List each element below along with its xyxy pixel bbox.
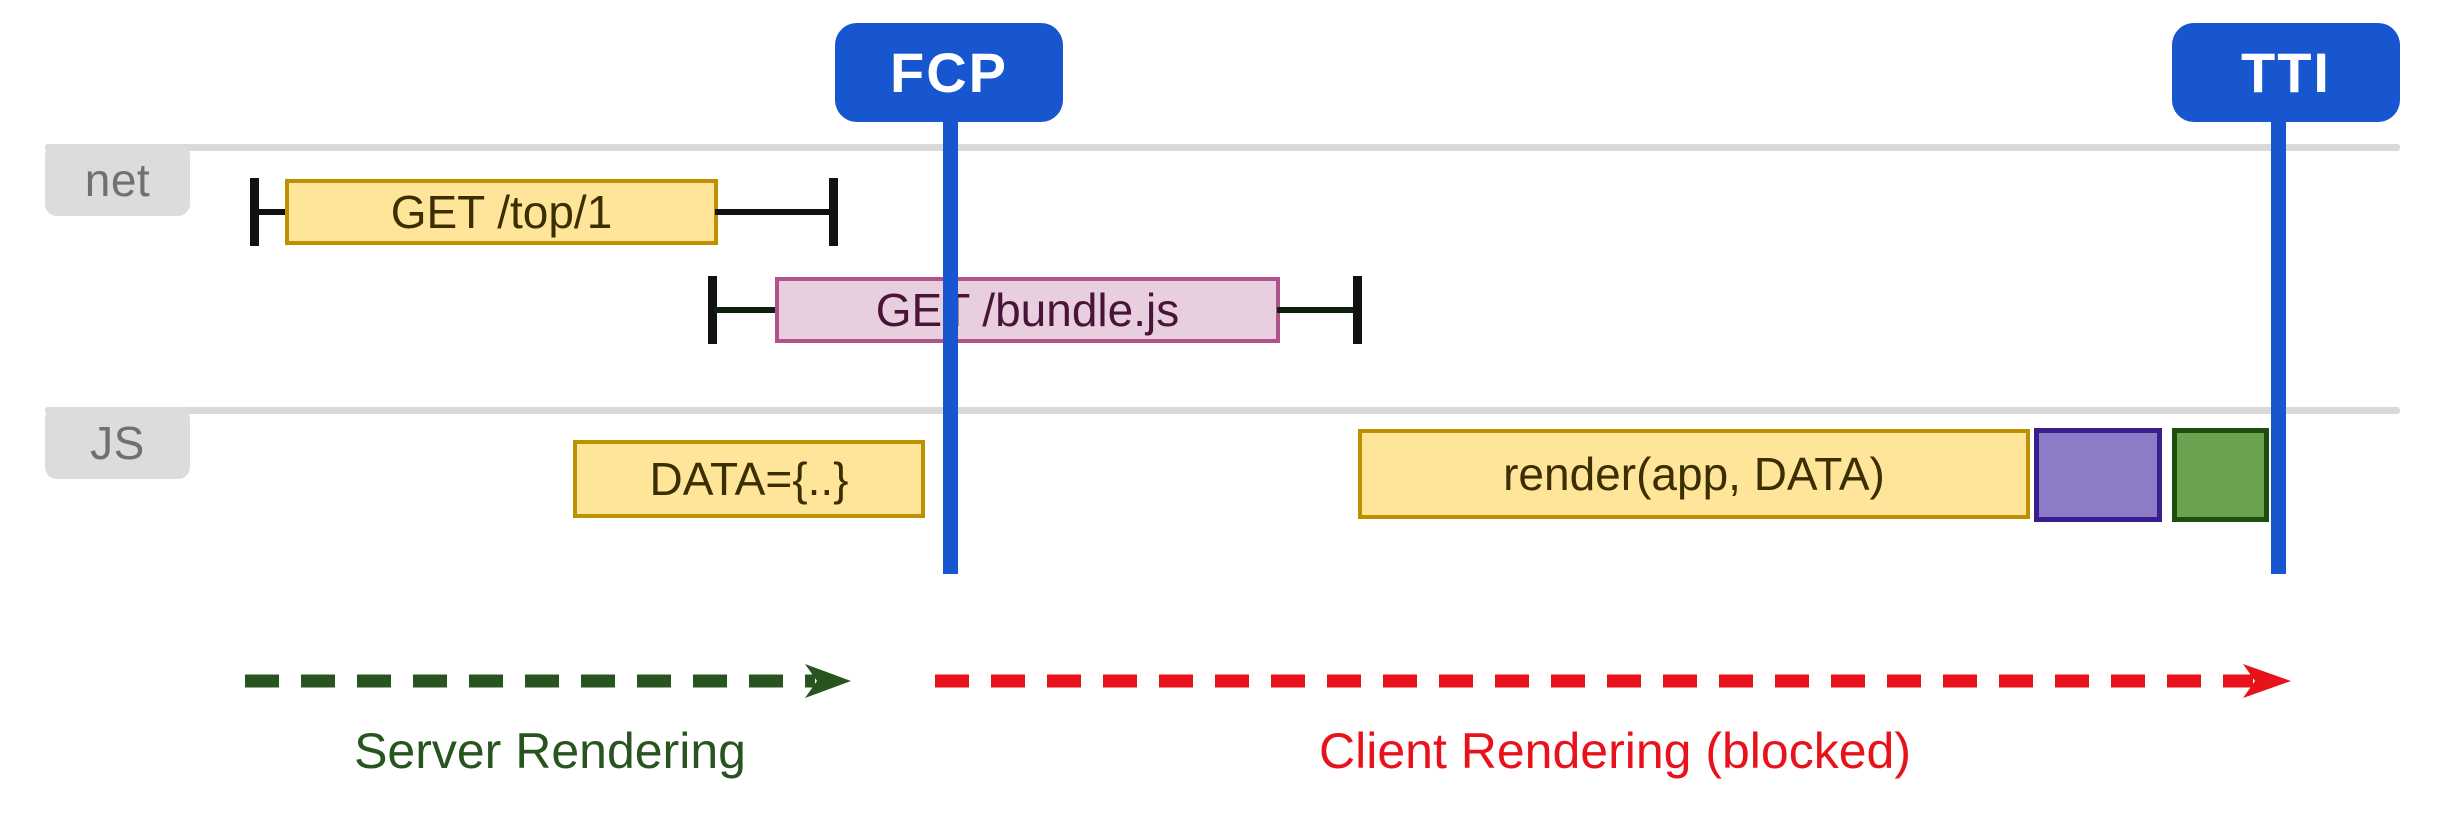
get-top-end-stem <box>715 209 837 215</box>
net-block-get-bundle-label: GET /bundle.js <box>875 284 1180 336</box>
server-rendering-arrow <box>245 664 855 698</box>
fcp-marker-label: FCP <box>890 41 1008 104</box>
net-lane-rail <box>45 144 2400 151</box>
get-bundle-end-stem <box>1277 307 1359 313</box>
js-block-green-task[interactable] <box>2172 428 2269 522</box>
get-top-start-cap <box>250 178 259 246</box>
server-rendering-caption: Server Rendering <box>354 723 746 779</box>
fcp-marker-badge[interactable]: FCP <box>835 23 1063 122</box>
js-lane-rail <box>45 407 2400 414</box>
js-block-render-call[interactable]: render(app, DATA) <box>1358 429 2030 519</box>
client-arrow-head <box>2243 664 2291 698</box>
tti-marker-line <box>2271 110 2286 574</box>
js-block-data-assign-label: DATA={..} <box>649 453 849 505</box>
js-block-data-assign[interactable]: DATA={..} <box>573 440 925 518</box>
lane-label-net: net <box>45 144 190 216</box>
js-block-purple-task[interactable] <box>2034 428 2162 522</box>
js-block-render-call-label: render(app, DATA) <box>1503 448 1885 500</box>
get-bundle-start-cap <box>708 276 717 344</box>
fcp-marker-line <box>943 110 958 574</box>
lane-label-net-text: net <box>84 154 151 206</box>
get-top-start-stem <box>255 209 290 215</box>
get-top-end-cap <box>829 178 838 246</box>
net-block-get-top-label: GET /top/1 <box>390 186 613 238</box>
get-bundle-start-stem <box>713 307 778 313</box>
server-arrow-head <box>805 664 851 698</box>
tti-marker-label: TTI <box>2241 41 2331 104</box>
client-rendering-caption: Client Rendering (blocked) <box>1319 723 1911 779</box>
lane-label-js-text: JS <box>90 417 145 469</box>
tti-marker-badge[interactable]: TTI <box>2172 23 2400 122</box>
net-block-get-top[interactable]: GET /top/1 <box>285 179 718 245</box>
get-bundle-end-cap <box>1353 276 1362 344</box>
net-block-get-bundle[interactable]: GET /bundle.js <box>775 277 1280 343</box>
client-rendering-arrow <box>935 664 2295 698</box>
lane-label-js: JS <box>45 407 190 479</box>
